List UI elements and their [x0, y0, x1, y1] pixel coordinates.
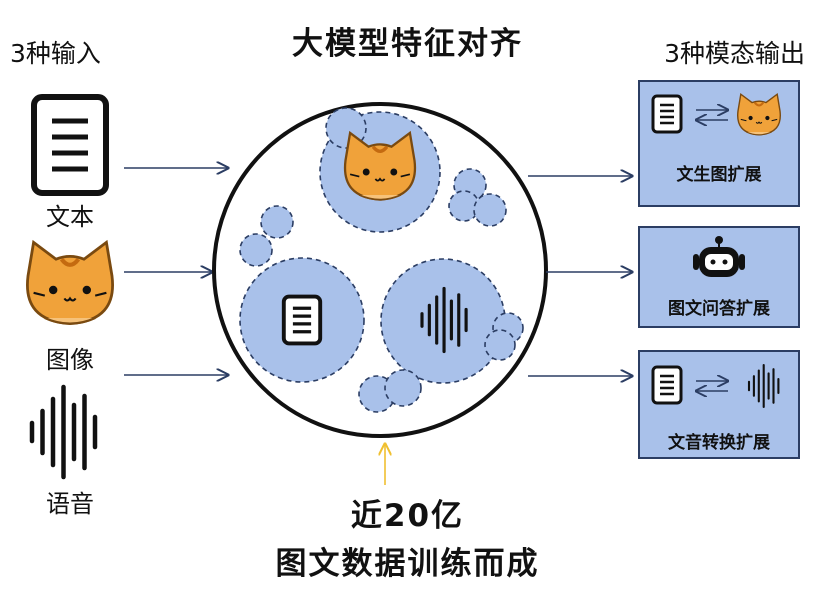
output1-exchange-arrows-icon [696, 110, 728, 120]
bottom-text-line2: 图文数据训练而成 [275, 546, 540, 582]
output1-document-icon [651, 94, 683, 134]
input-audio-waveform-icon [32, 387, 95, 477]
input-label-image: 图像 [46, 346, 94, 374]
outputs-header: 3种模态输出 [664, 39, 805, 68]
inputs-header: 3种输入 [10, 39, 101, 68]
output-label-2: 图文问答扩展 [668, 299, 770, 319]
bubble-document-icon [281, 294, 323, 346]
input-label-audio: 语音 [46, 490, 94, 518]
diagram-title: 大模型特征对齐 [292, 26, 523, 62]
bottom-text-line1: 近20亿 [350, 498, 465, 534]
input-image-cat-icon [27, 242, 112, 323]
output3-exchange-arrows-icon [696, 381, 728, 391]
output-label-1: 文生图扩展 [676, 165, 762, 185]
input-label-text: 文本 [46, 203, 94, 231]
input-text-icon [31, 94, 109, 196]
output3-document-icon [651, 365, 683, 405]
output2-robot-icon [693, 236, 745, 277]
output-label-3: 文音转换扩展 [668, 433, 770, 453]
